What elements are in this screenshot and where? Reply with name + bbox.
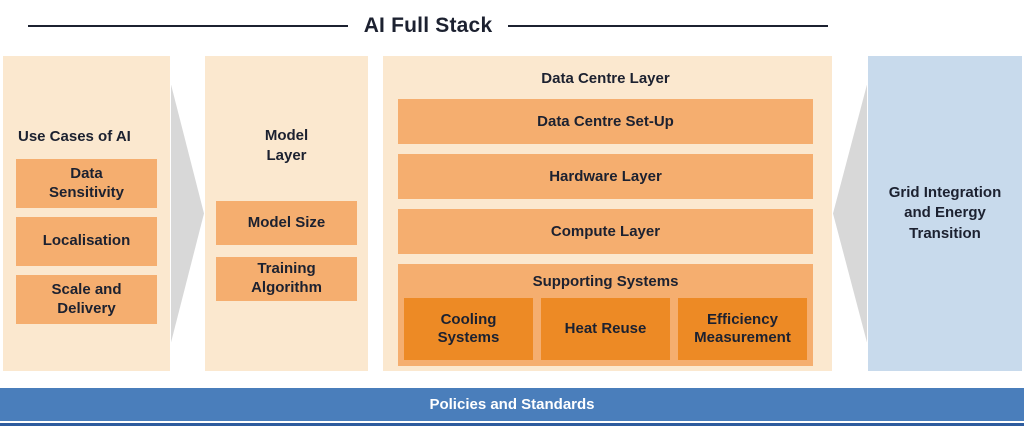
supporting-item-cooling-systems: Cooling Systems — [404, 298, 533, 360]
data-centre-layer-compute: Compute Layer — [398, 209, 813, 254]
use-cases-title: Use Cases of AI — [18, 128, 131, 145]
title-rule-right — [508, 25, 829, 27]
data-centre-panel: Data Centre Layer Data Centre Set-Up Har… — [383, 56, 832, 371]
flow-arrow-right-icon — [171, 84, 204, 343]
supporting-systems-row: Cooling Systems Heat Reuse Efficiency Me… — [404, 298, 807, 360]
policies-standards-bar: Policies and Standards — [0, 388, 1024, 421]
model-layer-item-model-size: Model Size — [216, 201, 357, 245]
data-centre-title: Data Centre Layer — [541, 70, 670, 87]
grid-integration-panel: Grid Integration and Energy Transition — [868, 56, 1022, 371]
diagram-root: AI Full Stack Use Cases of AI Data Sensi… — [0, 14, 1024, 426]
use-case-item-localisation: Localisation — [16, 217, 157, 266]
flow-arrow-left-icon — [833, 84, 867, 343]
supporting-systems-group: Supporting Systems Cooling Systems Heat … — [398, 264, 813, 366]
model-layer-item-training-algorithm: Training Algorithm — [216, 257, 357, 301]
diagram-title-row: AI Full Stack — [28, 14, 829, 38]
model-layer-title: Model Layer — [264, 127, 309, 164]
use-cases-panel: Use Cases of AI Data Sensitivity Localis… — [3, 56, 170, 371]
policies-standards-label: Policies and Standards — [429, 396, 595, 413]
grid-integration-title: Grid Integration and Energy Transition — [888, 184, 1002, 242]
supporting-item-heat-reuse: Heat Reuse — [541, 298, 670, 360]
data-centre-layer-hardware: Hardware Layer — [398, 154, 813, 199]
title-rule-left — [28, 25, 348, 27]
page-title: AI Full Stack — [363, 14, 493, 37]
use-case-item-data-sensitivity: Data Sensitivity — [16, 159, 157, 208]
model-layer-panel: Model Layer Model Size Training Algorith… — [205, 56, 368, 371]
data-centre-layer-setup: Data Centre Set-Up — [398, 99, 813, 144]
bottom-edge-strip — [0, 423, 1024, 426]
supporting-systems-title: Supporting Systems — [532, 273, 679, 290]
flow-row: Use Cases of AI Data Sensitivity Localis… — [0, 56, 1024, 371]
supporting-item-efficiency-measurement: Efficiency Measurement — [678, 298, 807, 360]
use-case-item-scale-delivery: Scale and Delivery — [16, 275, 157, 324]
